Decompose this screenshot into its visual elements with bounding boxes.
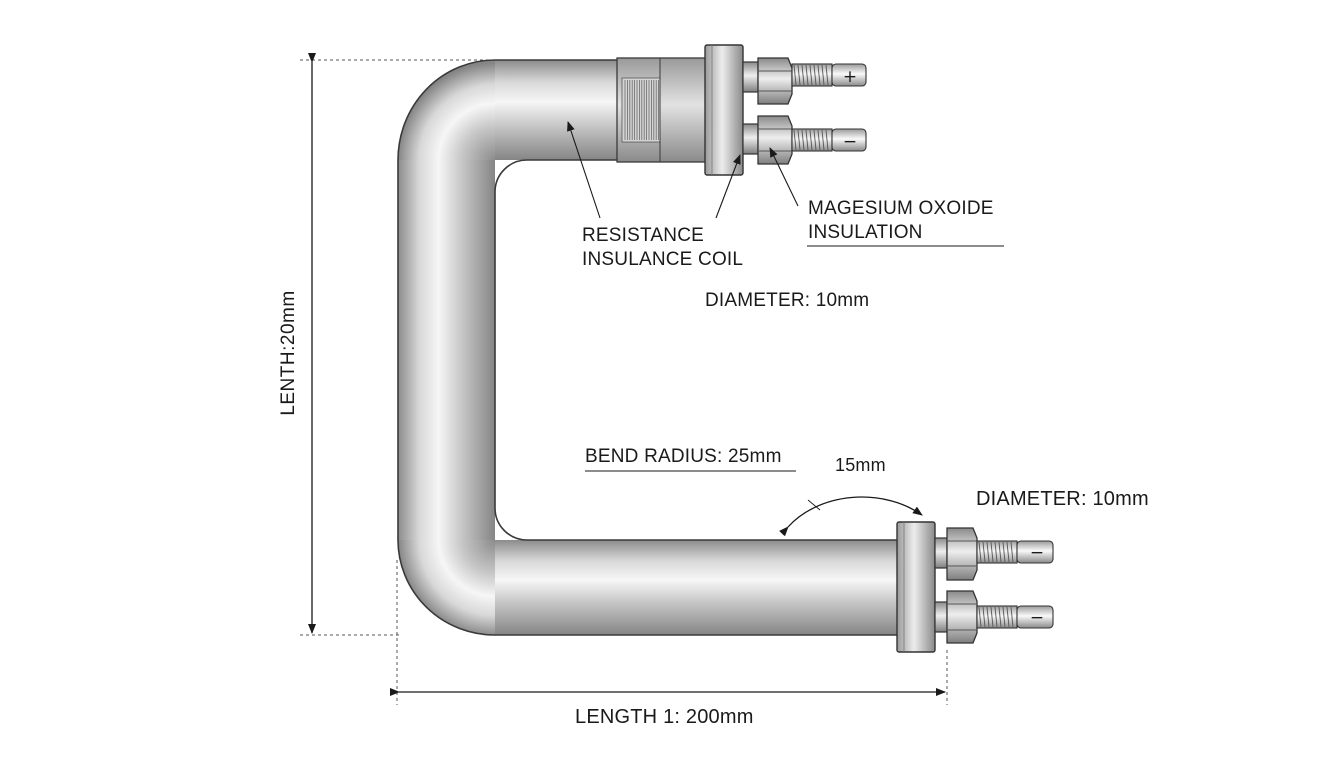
magnesium-oxide-label-line2: INSULATION: [808, 222, 923, 243]
bend-radius-label: BEND RADIUS: 25mm: [585, 446, 782, 467]
magnesium-oxide-label-line1: MAGESIUM OXOIDE: [808, 198, 994, 219]
terminal-mark-bottom-lower: −: [1030, 608, 1044, 628]
bottom-terminal-upper: [934, 527, 1054, 581]
resistance-coil-sleeve: [616, 57, 710, 163]
bottom-terminal-lower: [934, 590, 1054, 644]
resistance-coil-label-line1: RESISTANCE: [582, 225, 705, 246]
bottom-flange: [896, 521, 936, 653]
angle-indicator: [779, 496, 923, 537]
terminal-mark-bottom-upper: −: [1030, 543, 1044, 563]
heating-tube: [397, 59, 900, 636]
diameter-top-label: DIAMETER: 10mm: [705, 290, 870, 311]
resistance-coil-label-line2: INSULANCE COIL: [582, 249, 744, 270]
angle-label: 15mm: [835, 455, 886, 475]
terminal-mark-top-lower: −: [843, 132, 857, 152]
top-terminal-lower: [742, 115, 867, 165]
top-terminal-upper: [742, 57, 867, 105]
diameter-bottom-label: DIAMETER: 10mm: [976, 488, 1149, 510]
leader-lines: [567, 121, 1004, 472]
terminal-mark-top-upper: +: [843, 67, 857, 87]
top-flange: [704, 44, 744, 176]
vertical-length-label: LENTH:20mm: [278, 290, 299, 416]
horizontal-length-label: LENGTH 1: 200mm: [575, 706, 754, 728]
